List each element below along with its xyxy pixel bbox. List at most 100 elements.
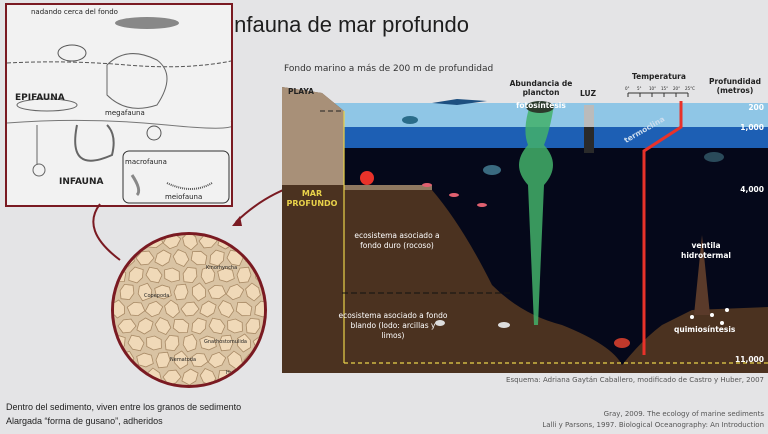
organism-label: Copepoda (144, 293, 170, 299)
sediment-grain (136, 352, 154, 368)
hydrothermal-vent-icon (694, 235, 710, 315)
vent-label: ventila hidrotermal (681, 241, 731, 261)
fauna-sketch (6, 17, 235, 204)
plankton-label: Abundancia de plancton (509, 79, 573, 97)
sediment-grain (117, 318, 137, 334)
shrimp-icon (115, 17, 179, 29)
sediment-grain (207, 284, 227, 300)
megafauna-label: megafauna (105, 109, 145, 117)
fish-icon (483, 165, 501, 175)
depth-11000: 11,000 (735, 355, 764, 364)
sediment-grain (137, 282, 153, 302)
sediment-floor (282, 87, 768, 373)
sediment-grain (180, 301, 200, 317)
sediment-grain (182, 266, 198, 284)
sediment-grain (182, 333, 198, 353)
sediment-grain (235, 301, 253, 317)
sediment-grain (145, 266, 163, 284)
sediment-grain (189, 352, 209, 368)
meiofauna-label: meiofauna (165, 193, 203, 201)
ocean-profile-graphic (282, 85, 768, 373)
sediment-grain (164, 267, 180, 283)
sediment-grain (182, 235, 198, 251)
sediment-grain (254, 300, 264, 318)
reference-2: Lalli y Parsons, 1997. Biological Oceano… (542, 421, 764, 429)
surface-water (282, 103, 768, 127)
sediment-grain (126, 301, 146, 317)
sediment-grain (135, 250, 155, 266)
sediment-grain (136, 317, 154, 335)
temperature-tick-label: 5° (637, 86, 642, 91)
sediment-grain (114, 299, 126, 319)
depth-200: 200 (748, 103, 764, 112)
jellyfish-icon (704, 152, 724, 162)
sediment-grain (191, 282, 207, 302)
sediment-grain (172, 249, 190, 267)
sediment-grain (190, 250, 208, 266)
footer-line-1: Dentro del sedimento, viven entre los gr… (6, 402, 242, 412)
sediment-grain (245, 317, 261, 335)
temperature-tick-label: 20° (673, 86, 681, 91)
temperature-tick-label: 15° (661, 86, 669, 91)
macrofauna-label: macrofauna (125, 158, 167, 166)
sediment-grain (236, 333, 252, 353)
photosynthesis-label: fotosíntesis (516, 101, 566, 110)
sediment-grain (217, 300, 235, 318)
sediment-grain (162, 369, 182, 385)
beach-label: PLAYA (288, 87, 314, 96)
sediment-grain (208, 317, 226, 335)
sediment-grain (172, 318, 190, 334)
swordfish-icon (432, 99, 487, 105)
sediment-grain (226, 249, 244, 267)
sediment-grain (154, 249, 172, 267)
highlight-dot (360, 171, 374, 185)
footer-line-2: Alargada “forma de gusano”, adheridos (6, 416, 163, 426)
sediment-grain (199, 335, 217, 351)
hard-bottom-label: ecosistema asociado a fondo duro (rocoso… (354, 231, 440, 251)
temperature-tick-label: 10° (649, 86, 657, 91)
sediment-grain (154, 284, 172, 300)
organism-label: Nematoda (170, 357, 197, 363)
sediment-grain (155, 351, 171, 369)
temperature-label: Temperatura (632, 72, 686, 81)
sediment-grain (154, 317, 172, 335)
depth-1000: 1,000 (740, 123, 764, 132)
fish-icon (402, 116, 418, 124)
sediment-grain (119, 283, 135, 301)
crustacean-icon (498, 322, 510, 328)
soft-bottom-label: ecosistema asociado a fondo blando (lodo… (338, 311, 448, 341)
diagram-credit: Esquema: Adriana Gaytán Caballero, modif… (506, 376, 764, 384)
sediment-grains-circle: Kinorhyncha Copepoda Gnathostomulida Nem… (111, 232, 267, 388)
deep-sea-label: MAR PROFUNDO (286, 189, 338, 208)
fauna-inset-illustration: nadando cerca del fondo EPIFAUNA megafau… (5, 3, 235, 207)
sediment-grain (218, 334, 234, 352)
light-column (584, 105, 594, 153)
sediment-grain (227, 350, 243, 370)
depth-4000: 4,000 (740, 185, 764, 194)
ocean-profile-diagram: PLAYA Abundancia de plancton fotosíntesi… (282, 72, 768, 373)
sediment-grain (199, 368, 217, 385)
sediment-grain (209, 249, 225, 267)
sediment-grain (144, 300, 164, 318)
temperature-tick-label: 0° (625, 86, 630, 91)
sediment-grain (261, 289, 264, 296)
sediment-grain (181, 368, 199, 385)
sediment-grain (164, 334, 180, 352)
reference-1: Gray, 2009. The ecology of marine sedime… (603, 410, 764, 418)
sediment-grain (236, 266, 252, 284)
plankton-column (519, 105, 554, 325)
sediment-grain (173, 283, 189, 301)
sediment-grain (225, 283, 245, 301)
epifauna-label: EPIFAUNA (15, 93, 65, 103)
sediment-grain (162, 235, 182, 250)
sediment-grain (127, 334, 145, 352)
sediment-grain (173, 350, 189, 370)
temperature-tick-label: 25°C (685, 86, 695, 91)
sea-cucumber-icon (16, 98, 78, 112)
infauna-label: INFAUNA (59, 177, 104, 187)
sediment-grain (146, 335, 162, 351)
sediment-grain (245, 282, 261, 302)
worm-icon (74, 124, 115, 162)
zoom-circle (146, 125, 162, 141)
sediment-grain (128, 266, 144, 284)
